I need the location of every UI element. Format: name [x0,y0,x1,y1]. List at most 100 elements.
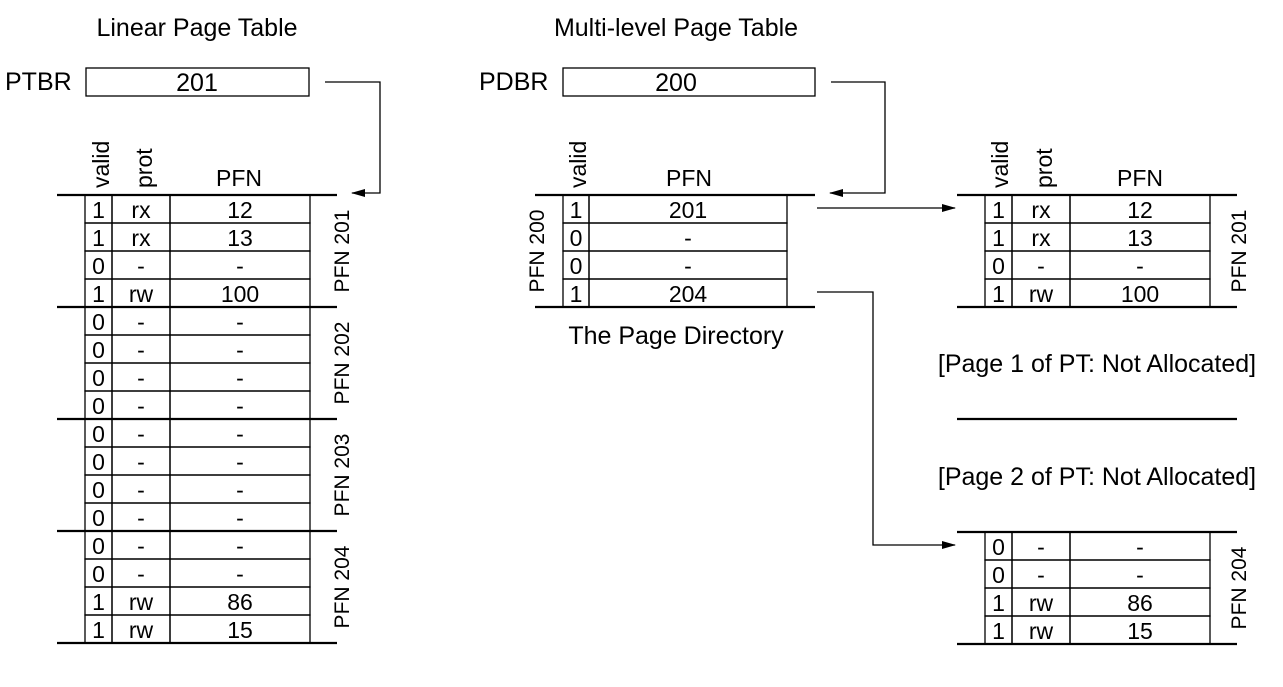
valid-cell: 0 [92,393,105,419]
table-row: 0-- [84,250,311,280]
ptbr-label: PTBR [5,68,72,96]
valid-cell: 1 [92,617,105,643]
pfn-cell: 86 [227,589,253,615]
pfn-cell: - [1136,562,1144,588]
valid-cell: 0 [92,477,105,503]
prot-cell: rx [131,197,151,223]
pfn-cell: - [236,421,244,447]
table-row: 0 - - [84,558,311,588]
valid-cell: 0 [92,337,105,363]
pfn-cell: - [236,309,244,335]
not-allocated-note-page-1: [Page 1 of PT: Not Allocated] [938,350,1256,378]
linear-prot-header: prot [131,148,157,188]
pfn-side-label: PFN 202 [331,322,354,405]
pfn-cell: - [236,505,244,531]
pdbr-value: 200 [655,69,697,97]
prot-cell: - [1037,253,1045,279]
valid-cell: 1 [992,281,1005,307]
directory-valid-header: valid [565,141,591,188]
table-row: 1 rx 12 [984,194,1211,224]
table-row: 0 - - [84,418,311,448]
pfn-cell: 100 [1121,281,1159,307]
table-row: 0-- [84,362,311,392]
pt-pfn-header: PFN [1117,165,1163,191]
valid-cell: 1 [92,197,105,223]
prot-cell: - [137,393,145,419]
linear-valid-header: valid [88,141,114,188]
valid-cell: 1 [92,589,105,615]
valid-cell: 0 [992,562,1005,588]
pfn-cell: 15 [1127,618,1153,644]
pfn-cell: 12 [227,197,253,223]
prot-cell: - [137,309,145,335]
valid-cell: 1 [570,281,583,307]
valid-cell: 0 [992,534,1005,560]
valid-cell: 0 [92,309,105,335]
ptbr-pointer-arrow [325,81,381,197]
prot-cell: rx [1031,225,1051,251]
pdbr-pointer-arrow [829,81,886,197]
pfn-cell: - [236,533,244,559]
table-row: 0-- [84,530,311,560]
pfn-cell: - [236,477,244,503]
prot-cell: - [137,449,145,475]
table-row: 0 - - [984,531,1211,561]
pfn-side-label: PFN 200 [526,210,549,293]
pfn-side-label: PFN 203 [331,434,354,517]
valid-cell: 0 [92,449,105,475]
prot-cell: - [1037,562,1045,588]
linear-pfn-header: PFN [216,165,262,191]
table-row: 0-- [84,446,311,476]
pfn-side-label: PFN 201 [331,210,354,293]
prot-cell: - [137,337,145,363]
prot-cell: rw [129,281,154,307]
multilevel-title: Multi-level Page Table [554,14,798,42]
prot-cell: rw [129,589,154,615]
table-row: 0-- [84,502,311,532]
pfn-cell: - [1136,534,1144,560]
ptbr-register-box [85,67,310,97]
prot-cell: rx [131,225,151,251]
ptbr-value: 201 [176,69,218,97]
prot-cell: - [1037,534,1045,560]
table-row: 1 rw 100 [984,278,1211,308]
prot-cell: rw [129,617,154,643]
pt-valid-header: valid [987,141,1013,188]
table-row: 0- [562,222,788,252]
pfn-side-label: PFN 201 [1228,210,1251,293]
pfn-cell: 201 [669,197,707,223]
prot-cell: rx [1031,197,1051,223]
prot-cell: - [137,421,145,447]
valid-cell: 0 [92,421,105,447]
valid-cell: 1 [92,281,105,307]
table-row: 1 rw 86 [84,586,311,616]
valid-cell: 0 [570,253,583,279]
valid-cell: 1 [992,590,1005,616]
pfn-cell: - [684,253,692,279]
valid-cell: 0 [92,253,105,279]
valid-cell: 1 [992,197,1005,223]
prot-cell: - [137,561,145,587]
prot-cell: rw [1029,281,1054,307]
pfn-cell: 12 [1127,197,1153,223]
pfn-cell: - [236,561,244,587]
pt-prot-header: prot [1031,148,1057,188]
valid-cell: 0 [92,561,105,587]
pfn-cell: - [1136,253,1144,279]
valid-cell: 0 [570,225,583,251]
valid-cell: 0 [992,253,1005,279]
valid-cell: 1 [992,225,1005,251]
page-directory-caption: The Page Directory [568,322,784,350]
table-row: 1 rx 12 [84,194,311,224]
